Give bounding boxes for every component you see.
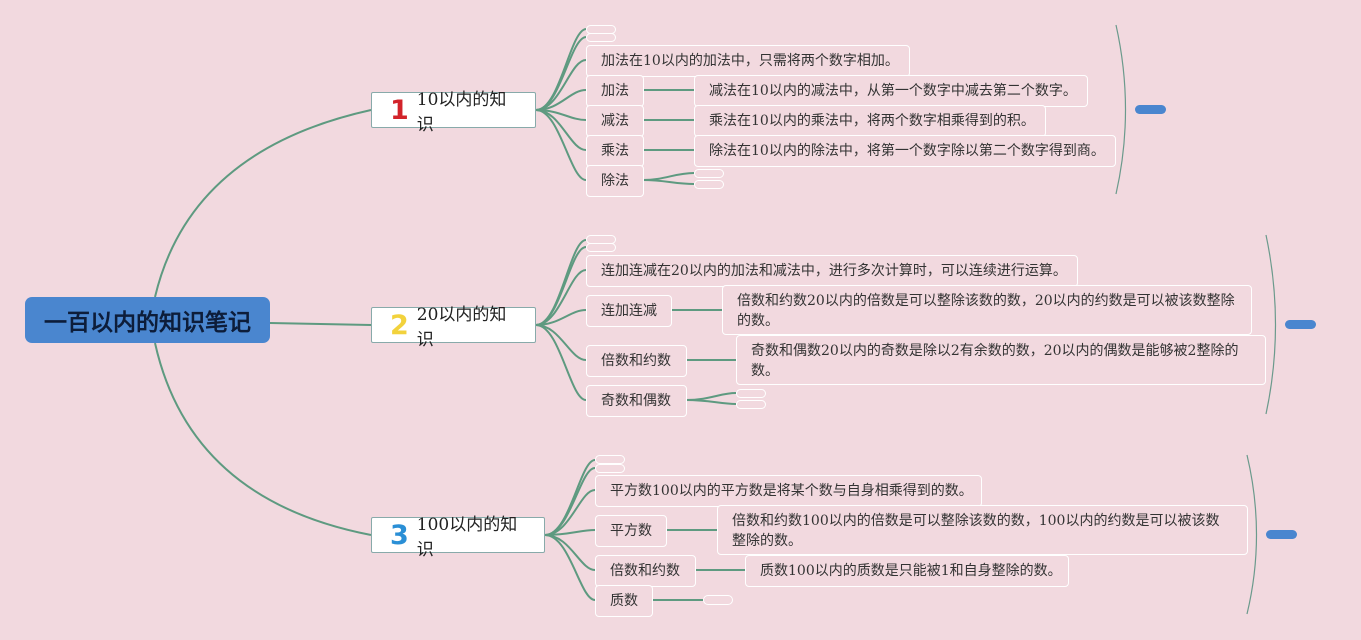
subtopic-subtraction[interactable]: 减法 <box>586 105 644 137</box>
empty-topic[interactable] <box>586 33 616 42</box>
note-topic[interactable]: 质数100以内的质数是只能被1和自身整除的数。 <box>745 555 1069 587</box>
note-topic[interactable]: 除法在10以内的除法中，将第一个数字除以第二个数字得到商。 <box>694 135 1116 167</box>
empty-topic[interactable] <box>694 169 724 178</box>
branch-label: 100以内的知识 <box>416 515 518 560</box>
number-1-icon: 1 <box>390 94 409 126</box>
empty-topic[interactable] <box>703 595 733 605</box>
subtopic-multiplication[interactable]: 乘法 <box>586 135 644 167</box>
branch-label: 20以内的知识 <box>416 305 507 350</box>
branch-topic-3[interactable]: 3 100以内的知识 <box>371 515 545 560</box>
empty-topic[interactable] <box>586 243 616 252</box>
subtopic-addition[interactable]: 加法 <box>586 75 644 107</box>
note-topic[interactable]: 倍数和约数20以内的倍数是可以整除该数的数，20以内的约数是可以被该数整除的数。 <box>722 285 1252 335</box>
note-topic[interactable]: 乘法在10以内的乘法中，将两个数字相乘得到的积。 <box>694 105 1046 137</box>
subtopic-multiples[interactable]: 倍数和约数 <box>586 345 687 377</box>
branch-topic-1[interactable]: 1 10以内的知识 <box>371 90 536 135</box>
branch-label: 10以内的知识 <box>416 90 507 135</box>
subtopic-square[interactable]: 平方数 <box>595 515 667 547</box>
collapse-badge-icon[interactable] <box>1285 320 1316 329</box>
root-topic[interactable]: 一百以内的知识笔记 <box>25 297 270 343</box>
note-topic[interactable]: 平方数100以内的平方数是将某个数与自身相乘得到的数。 <box>595 475 982 507</box>
note-topic[interactable]: 减法在10以内的减法中，从第一个数字中减去第二个数字。 <box>694 75 1088 107</box>
empty-topic[interactable] <box>595 464 625 473</box>
note-topic[interactable]: 加法在10以内的加法中，只需将两个数字相加。 <box>586 45 910 77</box>
collapse-badge-icon[interactable] <box>1266 530 1297 539</box>
collapse-badge-icon[interactable] <box>1135 105 1166 114</box>
subtopic-division[interactable]: 除法 <box>586 165 644 197</box>
subtopic-odd-even[interactable]: 奇数和偶数 <box>586 385 687 417</box>
empty-topic[interactable] <box>736 400 766 409</box>
branch-topic-2[interactable]: 2 20以内的知识 <box>371 305 536 350</box>
note-topic[interactable]: 倍数和约数100以内的倍数是可以整除该数的数，100以内的约数是可以被该数整除的… <box>717 505 1248 555</box>
empty-topic[interactable] <box>736 389 766 398</box>
subtopic-multiples[interactable]: 倍数和约数 <box>595 555 696 587</box>
empty-topic[interactable] <box>694 180 724 189</box>
empty-topic[interactable] <box>595 455 625 464</box>
subtopic-consecutive[interactable]: 连加连减 <box>586 295 672 327</box>
number-3-icon: 3 <box>390 519 409 551</box>
note-topic[interactable]: 连加连减在20以内的加法和减法中，进行多次计算时，可以连续进行运算。 <box>586 255 1078 287</box>
number-2-icon: 2 <box>390 309 409 341</box>
note-topic[interactable]: 奇数和偶数20以内的奇数是除以2有余数的数，20以内的偶数是能够被2整除的数。 <box>736 335 1266 385</box>
subtopic-prime[interactable]: 质数 <box>595 585 653 617</box>
